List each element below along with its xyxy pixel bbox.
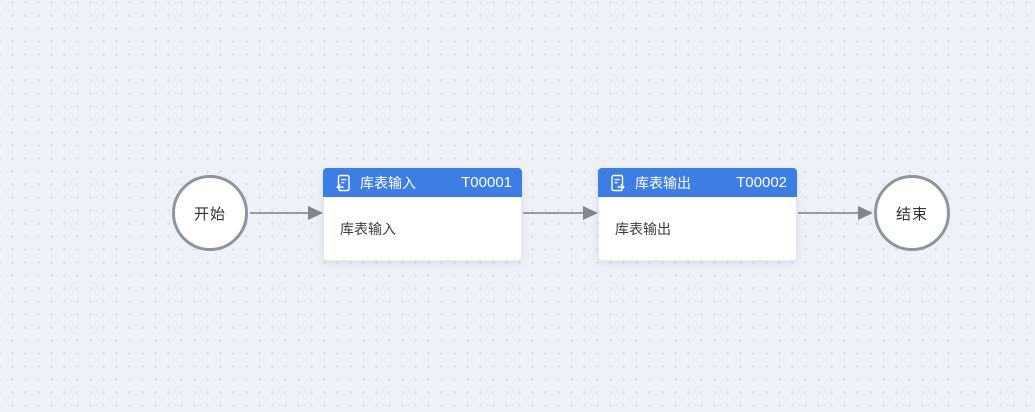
table-output-icon <box>609 174 627 192</box>
table-input-icon <box>334 174 352 192</box>
node-description: 库表输出 <box>615 221 671 237</box>
node-header: 库表输出 T00002 <box>598 168 797 197</box>
edge-node1-to-node2[interactable] <box>523 206 598 220</box>
start-node-label: 开始 <box>193 205 226 223</box>
edge-node2-to-end[interactable] <box>798 206 873 220</box>
node-table-input[interactable]: 库表输入 T00001 库表输入 <box>323 168 522 261</box>
start-node[interactable]: 开始 <box>172 175 248 251</box>
node-title: 库表输出 <box>635 174 691 191</box>
node-description: 库表输入 <box>340 221 396 237</box>
node-title: 库表输入 <box>360 174 416 191</box>
node-code: T00002 <box>736 174 787 191</box>
node-table-output[interactable]: 库表输出 T00002 库表输出 <box>598 168 797 261</box>
node-header: 库表输入 T00001 <box>323 168 522 197</box>
edge-start-to-node1[interactable] <box>250 206 323 220</box>
end-node[interactable]: 结束 <box>874 175 950 251</box>
node-code: T00001 <box>461 174 512 191</box>
end-node-label: 结束 <box>895 205 928 223</box>
